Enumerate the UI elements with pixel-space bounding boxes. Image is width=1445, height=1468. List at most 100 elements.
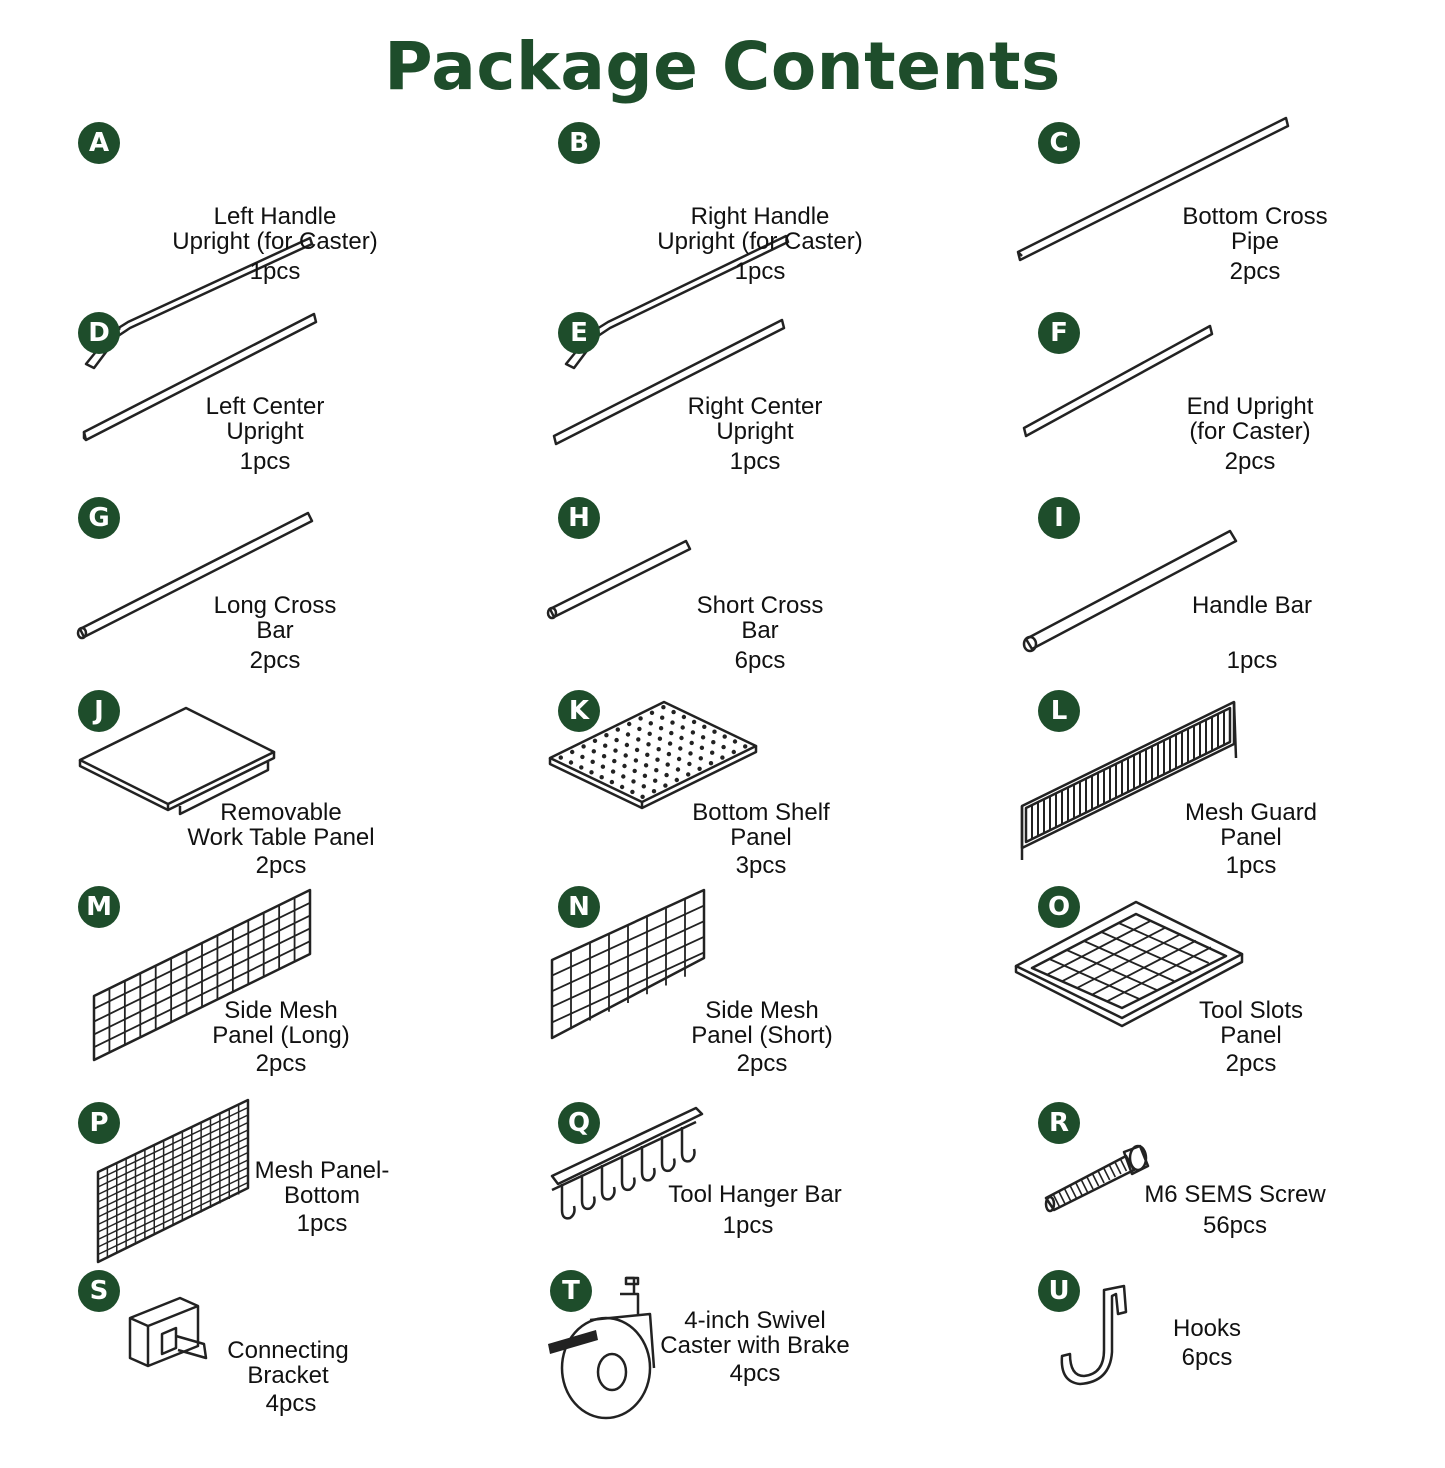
item-badge: R [1038,1102,1080,1144]
item-quantity: 6pcs [734,647,786,674]
item-quantity: 1pcs [296,1210,348,1237]
item-quantity: 2pcs [255,1050,307,1077]
item-badge: O [1038,886,1080,928]
item-badge: L [1038,690,1080,732]
left-center-upright-illustration [82,312,318,442]
item-badge: H [558,497,600,539]
item-badge: I [1038,497,1080,539]
item-badge: Q [558,1102,600,1144]
bottom-shelf-panel-illustration [548,700,758,810]
item-quantity: 2pcs [1225,1050,1277,1077]
swivel-caster-illustration [548,1276,656,1420]
item-quantity: 3pcs [735,852,787,879]
long-cross-bar-illustration [76,511,314,640]
item-quantity: 2pcs [249,647,301,674]
hook-illustration [1060,1284,1128,1386]
side-mesh-panel-long-illustration [92,888,312,1062]
mesh-guard-panel-illustration [1020,700,1238,860]
item-badge: G [78,497,120,539]
side-mesh-panel-short-illustration [550,888,706,1040]
item-quantity: 2pcs [1229,258,1281,285]
m6-sems-screw-illustration [1044,1144,1150,1213]
connecting-bracket-illustration [128,1296,208,1368]
item-quantity: 1pcs [239,448,291,475]
item-quantity: 2pcs [736,1050,788,1077]
item-label: Hooks [1172,1315,1242,1342]
item-f: F End Upright(for Caster) 2pcs [960,310,1440,490]
item-label: End Upright(for Caster) [1186,393,1314,445]
item-badge: E [558,312,600,354]
item-quantity: 1pcs [729,448,781,475]
handle-bar-illustration [1022,529,1238,653]
item-quantity: 1pcs [249,258,301,285]
item-badge: B [558,122,600,164]
bottom-cross-pipe-illustration [1016,116,1290,262]
tool-slots-panel-illustration [1014,900,1244,1028]
item-quantity: 56pcs [1202,1212,1268,1239]
item-q: Q Tool Hanger Bar 1pcs [480,1100,960,1265]
item-quantity: 4pcs [265,1390,317,1417]
item-r: R M6 SEMS Screw 56pcs [960,1100,1440,1265]
item-quantity: 6pcs [1181,1344,1233,1371]
right-center-upright-illustration [552,318,786,446]
item-badge: K [558,690,600,732]
mesh-panel-bottom-illustration [96,1098,250,1264]
item-quantity: 1pcs [734,258,786,285]
item-quantity: 1pcs [1226,647,1278,674]
item-badge: A [78,122,120,164]
item-badge: D [78,312,120,354]
item-label: Handle Bar [1191,592,1313,619]
item-badge: S [78,1270,120,1312]
item-quantity: 2pcs [255,852,307,879]
item-label: Mesh Panel-Bottom [254,1157,390,1209]
short-cross-bar-illustration [546,539,692,620]
item-badge: N [558,886,600,928]
item-quantity: 1pcs [722,1212,774,1239]
item-badge: F [1038,312,1080,354]
item-label: Tool Hanger Bar [668,1181,842,1208]
item-quantity: 2pcs [1224,448,1276,475]
item-badge: C [1038,122,1080,164]
item-quantity: 1pcs [1225,852,1277,879]
item-badge: M [78,886,120,928]
item-quantity: 4pcs [729,1360,781,1387]
item-p: P Mesh Panel-Bottom 1pcs [0,1098,480,1265]
item-badge: J [78,690,120,732]
item-label: M6 SEMS Screw [1144,1181,1326,1208]
end-upright-illustration [1022,324,1214,438]
page-title: Package Contents [384,28,1061,105]
tool-hanger-bar-illustration [550,1106,704,1220]
item-u: U Hooks 6pcs [960,1268,1440,1438]
item-badge: P [78,1102,120,1144]
work-table-panel-illustration [78,706,276,816]
